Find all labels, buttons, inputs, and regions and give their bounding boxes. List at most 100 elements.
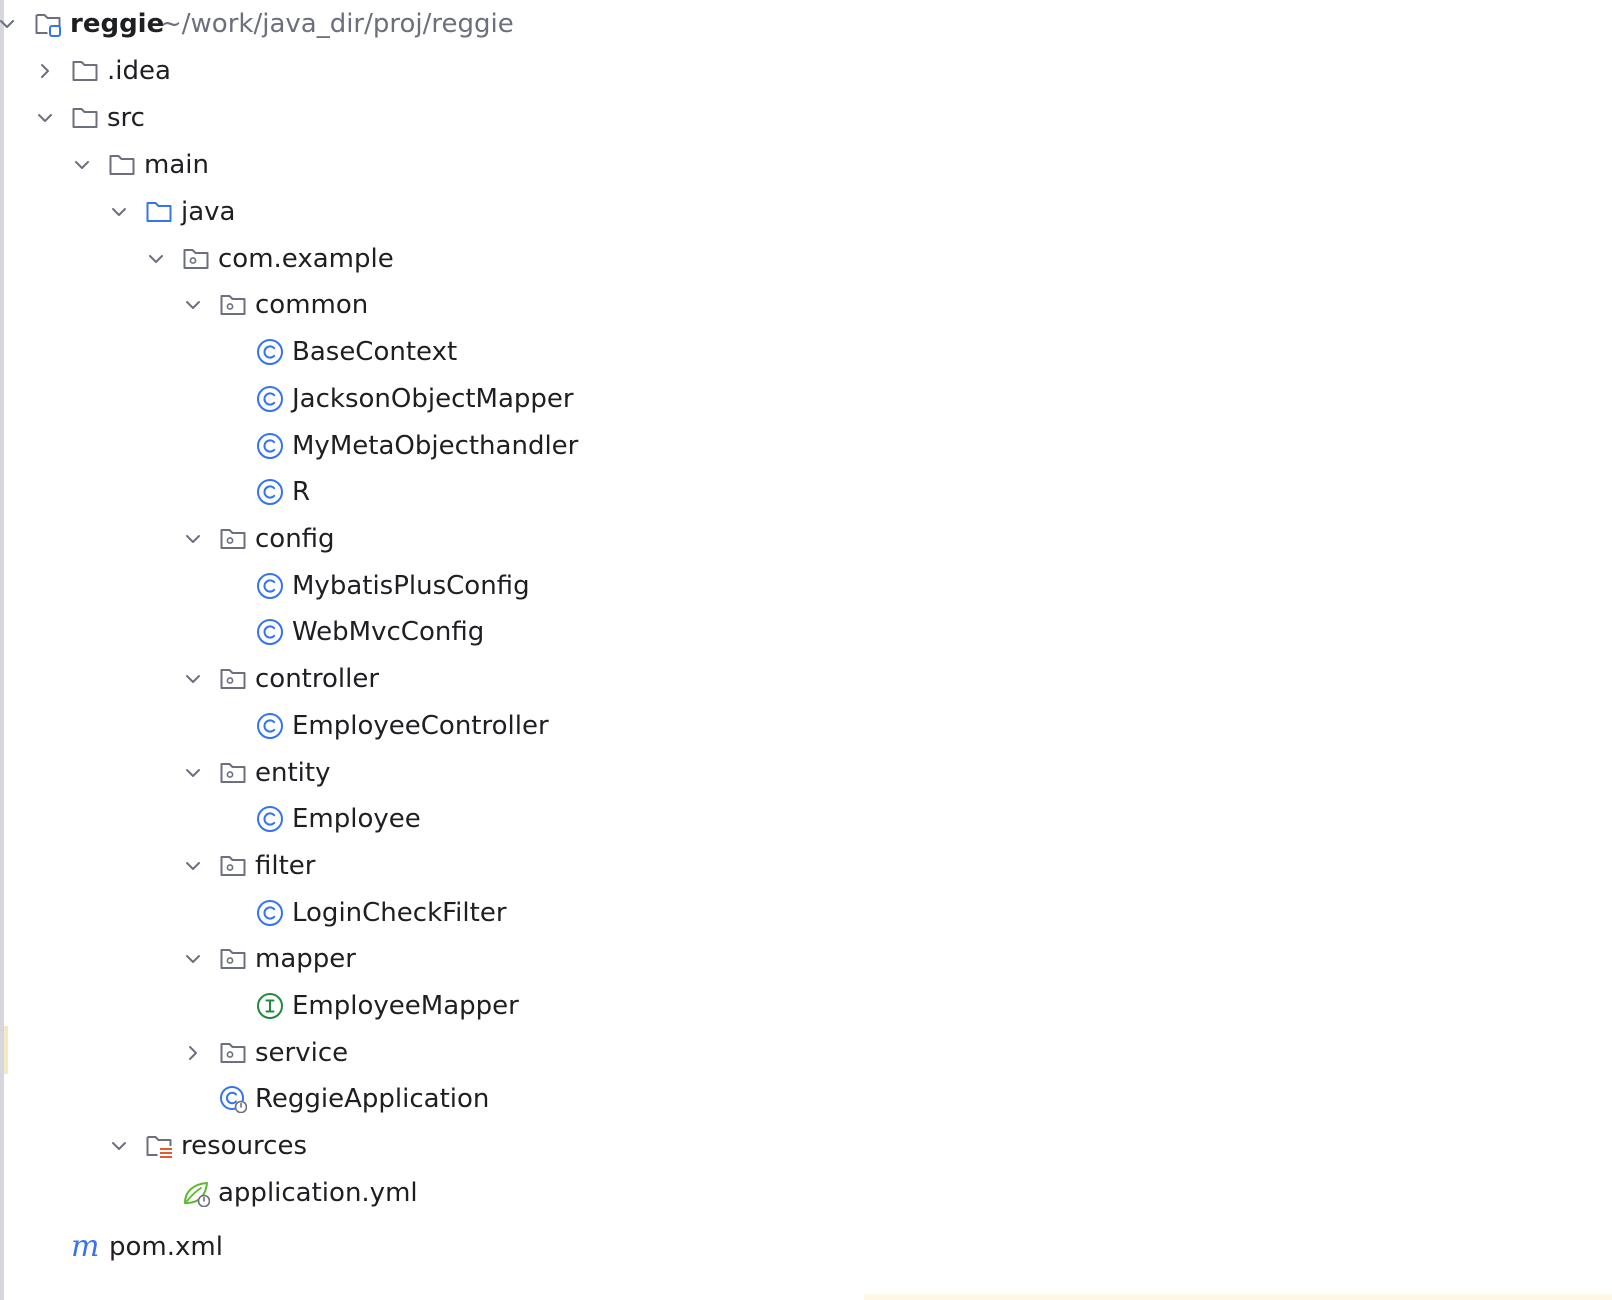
package-icon	[220, 949, 246, 969]
tree-row-reggie[interactable]: reggie ~/work/java_dir/proj/reggie	[0, 0, 1608, 48]
tree-row-main[interactable]: main	[4, 141, 1608, 189]
tree-label: Employee	[292, 804, 421, 834]
class-icon	[257, 386, 283, 412]
package-icon	[220, 1043, 246, 1063]
tree-row-resources[interactable]: resources	[4, 1122, 1608, 1170]
tree-label: config	[255, 524, 335, 554]
tree-label: .idea	[107, 56, 171, 86]
tree-label: BaseContext	[292, 337, 458, 367]
tree-row-webmvcconfig[interactable]: WebMvcConfig	[4, 608, 1608, 656]
chevron-right-icon[interactable]	[184, 1044, 202, 1062]
tree-row-jacksonobjectmapper[interactable]: JacksonObjectMapper	[4, 375, 1608, 423]
tree-row-java[interactable]: java	[4, 188, 1608, 236]
tree-row-basecontext[interactable]: BaseContext	[4, 328, 1608, 376]
tree-label: pom.xml	[109, 1232, 223, 1262]
tree-label: mapper	[255, 944, 356, 974]
class-icon	[257, 433, 283, 459]
tree-label: reggie	[70, 9, 165, 39]
chevron-down-icon[interactable]	[110, 203, 128, 221]
chevron-down-icon[interactable]	[184, 950, 202, 968]
tree-row-application-yml[interactable]: application.yml	[4, 1169, 1608, 1217]
resources-folder-icon	[146, 1136, 172, 1158]
tree-label: ReggieApplication	[255, 1084, 490, 1114]
tree-label: main	[144, 150, 209, 180]
tree-label: JacksonObjectMapper	[292, 384, 574, 414]
tree-row-common[interactable]: common	[4, 281, 1608, 329]
tree-row-employeecontroller[interactable]: EmployeeController	[4, 702, 1608, 750]
tree-row-logincheckfilter[interactable]: LoginCheckFilter	[4, 889, 1608, 937]
package-icon	[220, 856, 246, 876]
class-icon	[257, 806, 283, 832]
chevron-down-icon[interactable]	[36, 109, 54, 127]
tree-row-entity[interactable]: entity	[4, 749, 1608, 797]
tree-label: service	[255, 1038, 349, 1068]
tree-label: EmployeeController	[292, 711, 549, 741]
chevron-down-icon[interactable]	[73, 156, 91, 174]
chevron-right-icon[interactable]	[36, 62, 54, 80]
folder-icon	[109, 155, 135, 175]
spring-boot-class-icon	[220, 1086, 247, 1113]
tree-row-mybatisplusconfig[interactable]: MybatisPlusConfig	[4, 562, 1608, 610]
package-icon	[220, 529, 246, 549]
chevron-down-icon[interactable]	[184, 857, 202, 875]
tree-row-employeemapper[interactable]: EmployeeMapper	[4, 982, 1608, 1030]
tree-label: common	[255, 290, 369, 320]
tree-label: java	[181, 197, 236, 227]
package-icon	[220, 763, 246, 783]
tree-label: filter	[255, 851, 316, 881]
chevron-down-icon[interactable]	[184, 530, 202, 548]
bottom-tint	[864, 1294, 1612, 1300]
tree-label: MybatisPlusConfig	[292, 571, 530, 601]
class-icon	[257, 339, 283, 365]
tree-row-idea[interactable]: .idea	[4, 47, 1608, 95]
selection-gutter-marker	[4, 1026, 8, 1074]
chevron-down-icon[interactable]	[110, 1137, 128, 1155]
tree-row-com-example[interactable]: com.example	[4, 235, 1608, 283]
tree-label: src	[107, 103, 145, 133]
tree-label: application.yml	[218, 1178, 418, 1208]
tree-label: com.example	[218, 244, 394, 274]
interface-icon	[257, 993, 283, 1019]
source-folder-icon	[146, 202, 172, 222]
tree-label: resources	[181, 1131, 308, 1161]
class-icon	[257, 900, 283, 926]
spring-config-icon	[184, 1182, 210, 1207]
class-icon	[257, 713, 283, 739]
tree-label: controller	[255, 664, 380, 694]
tree-row-src[interactable]: src	[4, 94, 1608, 142]
tree-row-reggieapplication[interactable]: ReggieApplication	[4, 1075, 1608, 1123]
package-icon	[220, 295, 246, 315]
tree-row-service[interactable]: service	[4, 1029, 1608, 1077]
tree-row-employee[interactable]: Employee	[4, 795, 1608, 843]
svg-text:m: m	[71, 1232, 99, 1262]
module-icon	[35, 14, 61, 37]
folder-icon	[72, 61, 98, 81]
tree-row-r[interactable]: R	[4, 468, 1608, 516]
chevron-down-icon[interactable]	[184, 670, 202, 688]
tree-row-config[interactable]: config	[4, 515, 1608, 563]
tree-row-controller[interactable]: controller	[4, 655, 1608, 703]
package-icon	[183, 249, 209, 269]
chevron-down-icon[interactable]	[184, 764, 202, 782]
class-icon	[257, 619, 283, 645]
tree-label: MyMetaObjecthandler	[292, 431, 579, 461]
project-path: ~/work/java_dir/proj/reggie	[160, 9, 514, 39]
package-icon	[220, 669, 246, 689]
tree-label: WebMvcConfig	[292, 617, 485, 647]
class-icon	[257, 479, 283, 505]
tree-row-pom-xml[interactable]: m pom.xml	[4, 1223, 1608, 1271]
tree-label: EmployeeMapper	[292, 991, 519, 1021]
tree-label: entity	[255, 758, 331, 788]
tree-row-mymetaobjecthandler[interactable]: MyMetaObjecthandler	[4, 422, 1608, 470]
tree-label: R	[292, 477, 311, 507]
maven-icon: m	[71, 1232, 99, 1262]
chevron-down-icon[interactable]	[147, 250, 165, 268]
folder-icon	[72, 108, 98, 128]
tree-row-mapper[interactable]: mapper	[4, 935, 1608, 983]
chevron-down-icon[interactable]	[184, 296, 202, 314]
tree-row-filter[interactable]: filter	[4, 842, 1608, 890]
class-icon	[257, 573, 283, 599]
tree-label: LoginCheckFilter	[292, 898, 507, 928]
chevron-down-icon[interactable]	[0, 15, 16, 33]
